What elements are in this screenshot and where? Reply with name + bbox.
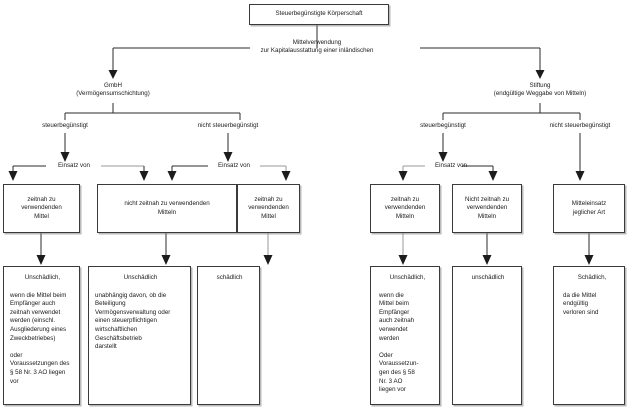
box-nicht-zeitnah-mitteln-2-label: Nicht zeitnah zu verwendenden Mitteln <box>464 195 510 220</box>
result-4-body: wenn die Mittel beim Empfänger auch zeit… <box>379 291 419 394</box>
result-2-heading: Unschädlich <box>123 274 158 281</box>
box-mitteleinsatz-jeglicher-art-label: Mitteleinsatz jeglicher Art <box>571 199 607 216</box>
status-label-gmbh-beguenstigt: steuerbegünstigt <box>42 122 88 129</box>
box-zeitnah-mitteln-3-label: zeitnah zu verwendenden Mitteln <box>384 195 426 220</box>
box-result-unschaedlich-2: Unschädlich unabhängig davon, ob die Bet… <box>88 266 191 405</box>
box-mitteleinsatz-jeglicher-art: Mitteleinsatz jeglicher Art <box>553 184 625 233</box>
box-nicht-zeitnah-mitteln-2: Nicht zeitnah zu verwendenden Mitteln <box>452 184 522 233</box>
branch-gmbh-line2: (Vermögensumschichtung) <box>76 90 150 98</box>
result-6-body: da die Mittel endgültig verloren sind <box>563 291 599 316</box>
result-6-heading: Schädlich, <box>577 274 607 281</box>
box-zeitnah-mittel-1: zeitnah zu verwendenden Mittel <box>3 184 80 233</box>
split-label-line1: Mittelverwendung <box>292 39 342 46</box>
result-3-heading: schädlich <box>216 274 243 281</box>
box-result-unschaedlich-4: unschädlich <box>452 266 522 405</box>
status-label-gmbh-nicht-beguenstigt: nicht steuerbegünstigt <box>197 122 259 129</box>
result-1-heading: Unschädlich, <box>24 274 61 281</box>
box-nicht-zeitnah-mittel-1: nicht zeitnah zu verwendenden Mitteln <box>97 184 237 233</box>
status-label-stiftung-beguenstigt: steuerbegünstigt <box>420 122 466 129</box>
box-result-schaedlich-1: schädlich <box>197 266 260 405</box>
einsatz-von-label-3: Einsatz von <box>435 162 467 169</box>
box-zeitnah-mittel-2-label: zeitnah zu verwendenden Mittel <box>248 195 289 220</box>
split-label: Mittelverwendung zur Kapitalausstattung … <box>217 39 417 56</box>
box-zeitnah-mitteln-3: zeitnah zu verwendenden Mitteln <box>370 184 440 233</box>
branch-stiftung-line1: Stiftung <box>529 82 551 89</box>
result-2-body: unabhängig davon, ob die Beteiligung Ver… <box>95 291 171 351</box>
einsatz-von-label-1: Einsatz von <box>58 162 90 169</box>
status-label-stiftung-nicht-beguenstigt: nicht steuerbegünstigt <box>549 122 611 129</box>
result-4-heading: Unschädlich, <box>389 274 426 281</box>
box-result-schaedlich-2: Schädlich, da die Mittel endgültig verlo… <box>553 266 625 405</box>
box-zeitnah-mittel-1-label: zeitnah zu verwendenden Mittel <box>21 195 62 220</box>
branch-gmbh-line1: GmbH <box>104 82 122 89</box>
branch-label-gmbh: GmbH (Vermögensumschichtung) <box>33 82 193 99</box>
title-box: Steuerbegünstigte Körperschaft <box>249 4 389 25</box>
einsatz-von-label-2: Einsatz von <box>218 162 250 169</box>
box-result-unschaedlich-3: Unschädlich, wenn die Mittel beim Empfän… <box>370 266 440 405</box>
branch-stiftung-line2: (endgültige Weggabe von Mitteln) <box>493 90 587 98</box>
box-result-unschaedlich-1: Unschädlich, wenn die Mittel beim Empfän… <box>3 266 80 405</box>
split-label-line2: zur Kapitalausstattung einer inländische… <box>260 47 374 55</box>
box-zeitnah-mittel-2: zeitnah zu verwendenden Mittel <box>237 184 300 233</box>
result-1-body: wenn die Mittel beim Empfänger auch zeit… <box>10 291 70 385</box>
branch-label-stiftung: Stiftung (endgültige Weggabe von Mitteln… <box>455 82 625 99</box>
result-5-heading: unschädlich <box>471 274 505 281</box>
box-nicht-zeitnah-mittel-1-label: nicht zeitnah zu verwendenden Mitteln <box>124 199 210 216</box>
title-box-label: Steuerbegünstigte Körperschaft <box>275 10 363 18</box>
